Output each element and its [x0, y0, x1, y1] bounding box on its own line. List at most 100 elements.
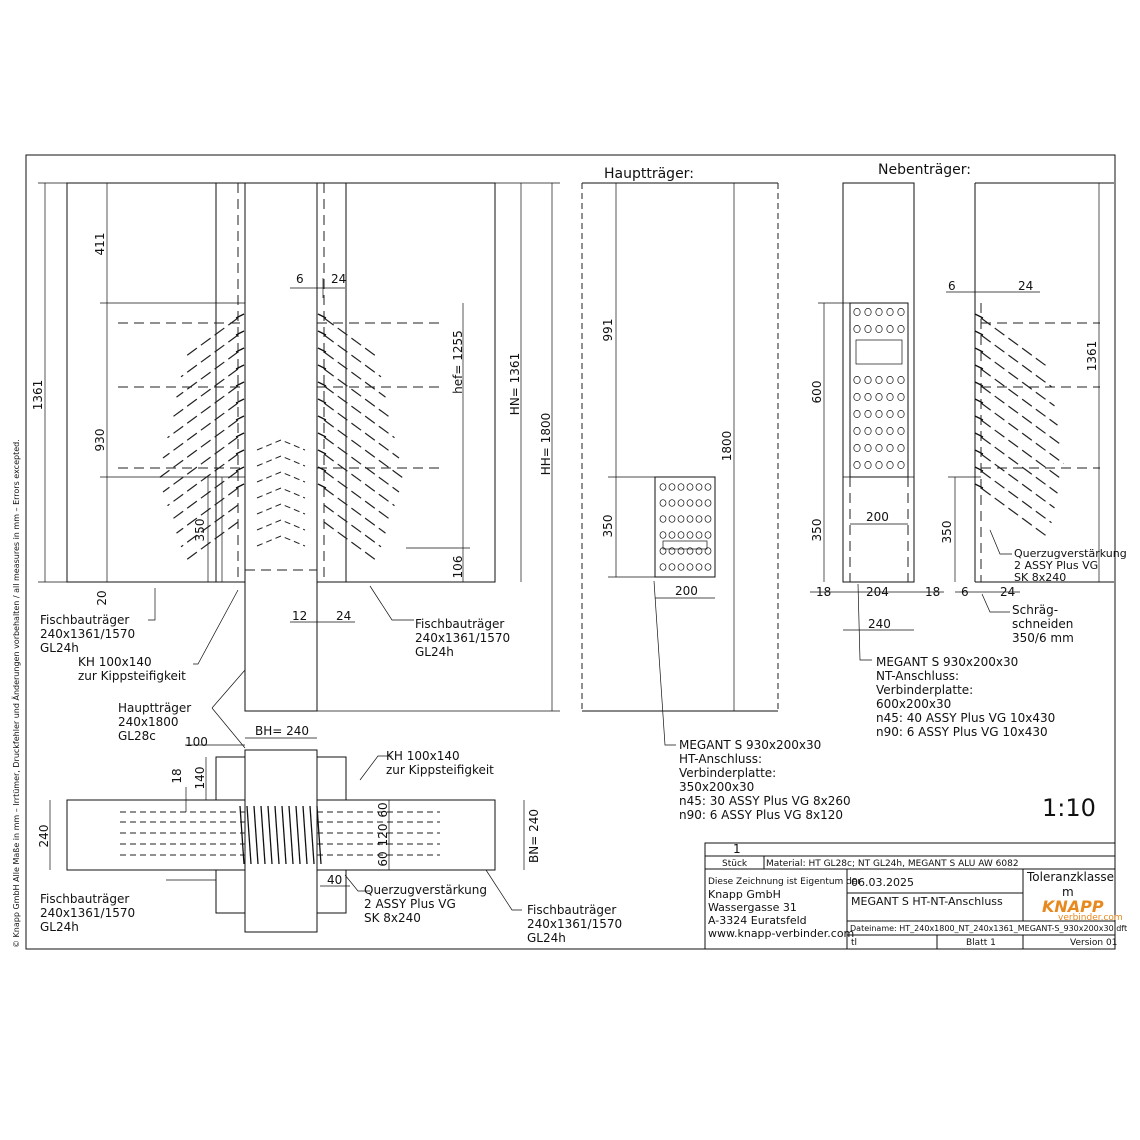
screw-line	[980, 385, 1061, 445]
screw-line	[980, 351, 1055, 407]
dim-nt-6top: 6	[948, 279, 956, 293]
tb-brand-url: verbinder.com	[1058, 913, 1123, 923]
hole	[695, 515, 703, 523]
plan-mark	[281, 805, 287, 865]
plate-tick	[974, 466, 984, 472]
hole	[875, 325, 883, 333]
scale-label: 1:10	[1042, 794, 1096, 822]
screw-line	[980, 368, 1058, 426]
section-nebentraeger: Nebenträger:	[878, 162, 971, 178]
plate-tick	[235, 313, 245, 319]
screw-line	[323, 317, 377, 357]
label-fisch-left-2: Fischbauträger 240x1361/1570 GL24h	[40, 892, 139, 934]
hole	[668, 499, 676, 507]
tb-toleranz: Toleranzklasse	[1026, 870, 1114, 884]
plate-tick	[235, 347, 245, 353]
plate-tick	[974, 415, 984, 421]
plate-tick	[317, 432, 327, 438]
plan-mark	[253, 805, 259, 865]
plan-mark	[239, 805, 245, 865]
screw-line	[162, 436, 239, 493]
screw-line	[323, 419, 404, 479]
plate-tick	[974, 398, 984, 404]
dim-front-6: 6	[296, 272, 304, 286]
screw-line	[167, 385, 239, 439]
hole	[886, 461, 894, 469]
screw-line	[171, 470, 239, 520]
main-beam-front	[244, 182, 318, 712]
chevron-mark	[256, 503, 306, 515]
hole	[695, 499, 703, 507]
plate-tick	[974, 364, 984, 370]
dim-front-106: 106	[451, 556, 465, 579]
hole	[886, 410, 894, 418]
hole	[668, 563, 676, 571]
hole	[695, 563, 703, 571]
hole	[659, 499, 667, 507]
dim-nt-204: 204	[866, 585, 889, 599]
plan-mark	[295, 805, 301, 865]
dim-nt-24bot: 24	[1000, 585, 1015, 599]
chevron-mark	[256, 439, 306, 451]
dim-nt-350b: 350	[940, 521, 954, 544]
leader-lines	[148, 529, 1012, 911]
screw-line	[323, 436, 400, 493]
hole	[853, 461, 861, 469]
hole	[897, 427, 905, 435]
hole	[695, 483, 703, 491]
plan-mark	[288, 805, 294, 865]
hole	[695, 547, 703, 555]
hole	[677, 483, 685, 491]
hole	[668, 547, 676, 555]
screw-line	[980, 419, 1061, 479]
dim-front-20: 20	[95, 590, 109, 605]
tb-owner: Diese Zeichnung ist Eigentum der Knapp G…	[708, 874, 865, 940]
chevron-mark	[256, 455, 306, 467]
label-kh-right: KH 100x140 zur Kippsteifigkeit	[386, 749, 494, 777]
plate-tick	[974, 347, 984, 353]
dim-plan-240: 240	[37, 825, 51, 848]
plate-tick	[974, 330, 984, 336]
hole	[864, 410, 872, 418]
tb-stueck: Stück	[722, 859, 748, 869]
hole	[875, 308, 883, 316]
screw-line	[180, 504, 239, 548]
hole	[695, 531, 703, 539]
tb-sheet: Blatt 1	[966, 938, 996, 948]
plan-mark	[316, 805, 322, 865]
screw-line	[185, 521, 239, 561]
dim-plan-40: 40	[327, 873, 342, 887]
dim-front-12: 12	[292, 609, 307, 623]
plate-tick	[317, 347, 327, 353]
hole	[853, 393, 861, 401]
hole	[704, 499, 712, 507]
hole	[864, 427, 872, 435]
hole	[668, 515, 676, 523]
dim-ht-200: 200	[675, 584, 698, 598]
hole	[704, 547, 712, 555]
hole	[886, 427, 894, 435]
hole	[875, 444, 883, 452]
screw-line	[323, 402, 400, 459]
plan-mark	[260, 805, 266, 865]
plate-tick	[317, 381, 327, 387]
screw-line	[323, 334, 382, 378]
label-megant-ht: MEGANT S 930x200x30 HT-Anschluss: Verbin…	[679, 738, 854, 822]
label-fisch-right-1: Fischbauträger 240x1361/1570 GL24h	[415, 617, 514, 659]
plate-tick	[235, 398, 245, 404]
hole	[897, 410, 905, 418]
screw-line	[323, 351, 386, 398]
secondary-beam-views: Nebenträger: 600 350 18 204 18 200 240 6…	[810, 162, 1114, 631]
dim-front-930: 930	[93, 429, 107, 452]
screw-line	[323, 453, 395, 507]
plan-mark	[267, 805, 273, 865]
hole	[677, 499, 685, 507]
hole	[659, 483, 667, 491]
plan-kh-left-top	[215, 756, 246, 801]
plan-mark	[274, 805, 280, 865]
front-plate-ticks	[235, 313, 327, 489]
hole	[668, 531, 676, 539]
screw-line	[158, 419, 239, 479]
plate-engraving	[855, 339, 903, 365]
